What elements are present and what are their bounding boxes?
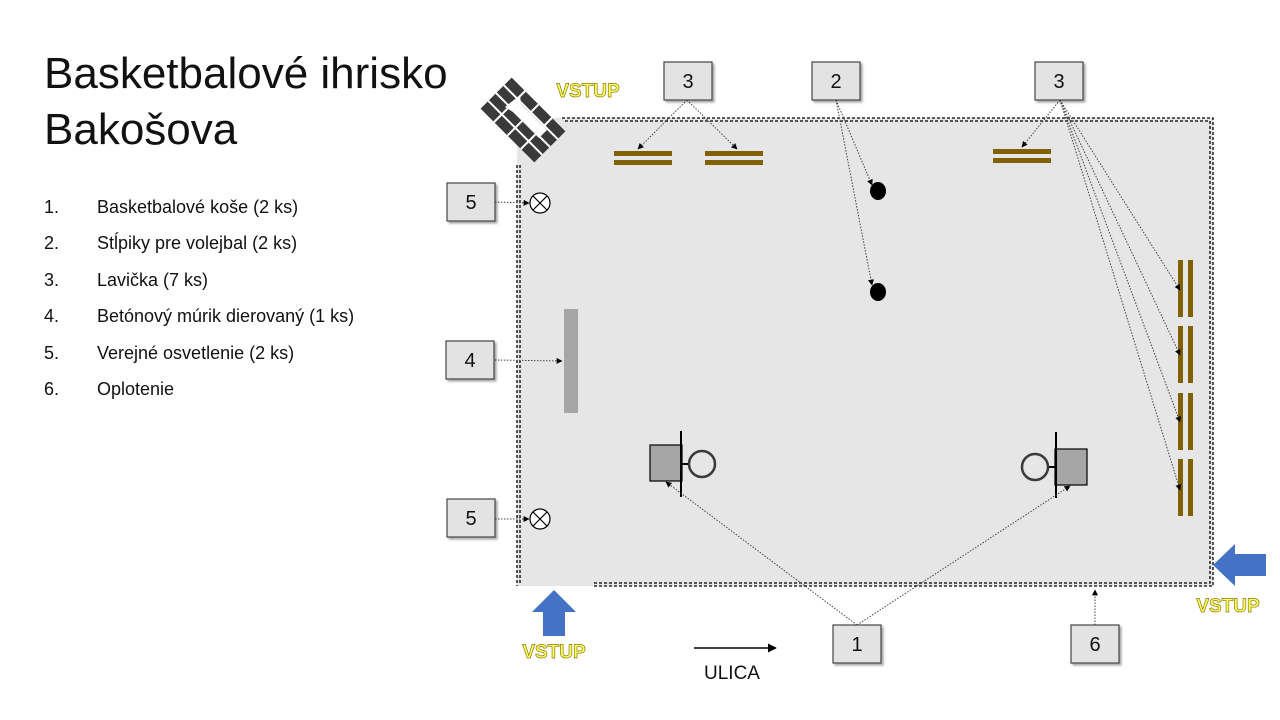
street-light-top-icon [529,192,551,214]
bench-top-1 [614,151,672,165]
legend-text: Oplotenie [97,378,175,399]
legend-text: Stĺpiky pre volejbal (2 ks) [97,233,298,254]
legend-number: 5. [44,342,60,363]
bench-top-3 [993,149,1051,163]
legend-item: 3. Lavička (7 ks) [44,269,354,305]
label-basket: 1 [851,634,862,656]
label-bench-top: 3 [682,71,693,93]
label-wall: 4 [464,350,475,372]
street-light-bottom-icon [529,508,551,530]
legend-text: Basketbalové koše (2 ks) [97,197,299,217]
label-box-bench-top: 3 [663,61,713,101]
label-box-light-bottom: 5 [446,498,496,538]
label-light-top: 5 [465,192,476,214]
concrete-wall [564,309,578,413]
legend-number: 4. [44,306,60,327]
entrance-arrow-bottom-icon [532,590,576,636]
label-volleyball: 2 [830,71,841,93]
title-line-2: Bakošova [44,105,238,154]
volleyball-post-1 [870,182,886,200]
gate-arrow-icon [505,95,547,138]
label-box-light-top: 5 [446,182,496,222]
legend-number: 1. [44,197,60,217]
fence [516,117,1214,587]
label-box-basket: 1 [832,624,882,664]
legend-item: 6. Oplotenie [44,378,354,414]
bench-top-2 [705,151,763,165]
label-light-bottom: 5 [465,508,476,530]
basketball-hoop-left [649,431,717,497]
legend-item: 1. Basketbalové koše (2 ks) [44,196,354,232]
legend-item: 2. Stĺpiky pre volejbal (2 ks) [44,232,354,268]
legend-number: 3. [44,269,60,290]
entrance-label-right: VSTUP [1196,596,1260,617]
entrance-arrow-right-icon [1213,544,1266,586]
legend-text: Betónový múrik dierovaný (1 ks) [97,306,355,327]
legend-item: 5. Verejné osvetlenie (2 ks) [44,342,354,378]
label-box-fence: 6 [1070,624,1120,664]
leader-lines [494,99,1182,626]
label-bench-right: 3 [1053,71,1064,93]
court-area [517,118,1213,586]
bench-right-1 [1178,260,1193,317]
label-box-bench-right: 3 [1034,61,1084,101]
legend-text: Verejné osvetlenie (2 ks) [97,342,295,363]
volleyball-post-2 [870,283,886,301]
legend-number: 2. [44,233,60,254]
legend-item: 4. Betónový múrik dierovaný (1 ks) [44,305,354,341]
legend-number: 6. [44,378,60,399]
title-line-1: Basketbalové ihrisko [44,49,448,98]
legend-text: Lavička (7 ks) [97,269,209,290]
basketball-hoop-right [1020,432,1088,498]
page-title: Basketbalové ihrisko Bakošova [44,46,484,158]
label-box-volleyball: 2 [811,61,861,101]
street-label: ULICA [704,663,760,684]
label-fence: 6 [1089,634,1100,656]
entrance-label-top: VSTUP [556,81,620,102]
label-box-wall: 4 [445,340,495,380]
bench-right-2 [1178,326,1193,383]
legend-list: 1. Basketbalové koše (2 ks) 2. Stĺpiky pre… [44,196,354,414]
entrance-label-bottom: VSTUP [522,642,586,663]
